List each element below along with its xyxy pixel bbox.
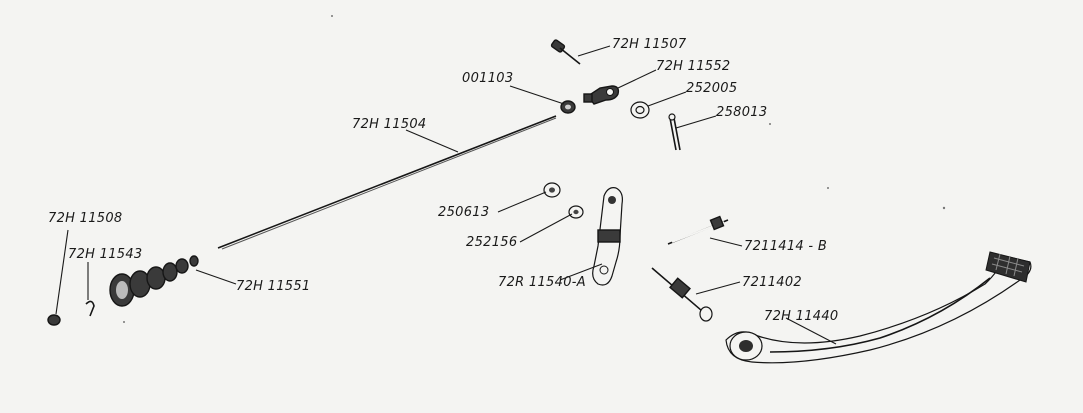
rod-part: [217, 115, 557, 250]
washer-252156-part: [568, 205, 584, 219]
label-72h11507: 72H 11507: [612, 37, 687, 52]
clevis-part: [583, 85, 620, 105]
washer-part: [630, 101, 650, 119]
label-72h11440: 72H 11440: [764, 309, 839, 324]
nut-250613-part: [543, 182, 561, 198]
label-258013: 258013: [716, 105, 767, 120]
label-72h11551: 72H 11551: [236, 279, 311, 294]
label-001103: 001103: [462, 71, 513, 86]
shaft-part: [651, 267, 713, 322]
clip-part: [85, 300, 95, 317]
label-72h11508: 72H 11508: [48, 211, 123, 226]
lever-arm-part: [592, 187, 623, 286]
label-72h11543: 72H 11543: [68, 247, 143, 262]
label-7211414b: 7211414 - B: [744, 239, 827, 254]
scan-specks: [123, 15, 946, 323]
small-nut-part: [47, 314, 61, 326]
label-252005: 252005: [686, 81, 737, 96]
nut-part: [560, 100, 576, 114]
cotter-pin-part: [668, 113, 681, 151]
leader-lines: [55, 45, 837, 345]
bellows-part: [109, 255, 199, 307]
bolt-part: [550, 39, 581, 65]
label-7211402: 7211402: [742, 275, 802, 290]
label-72r11540a: 72R 11540-A: [498, 275, 586, 290]
kick-pedal-part: [725, 251, 1032, 364]
pin-part: [667, 215, 729, 245]
label-72h11504: 72H 11504: [352, 117, 427, 132]
label-72h11552: 72H 11552: [656, 59, 731, 74]
label-252156: 252156: [466, 235, 517, 250]
label-250613: 250613: [438, 205, 489, 220]
